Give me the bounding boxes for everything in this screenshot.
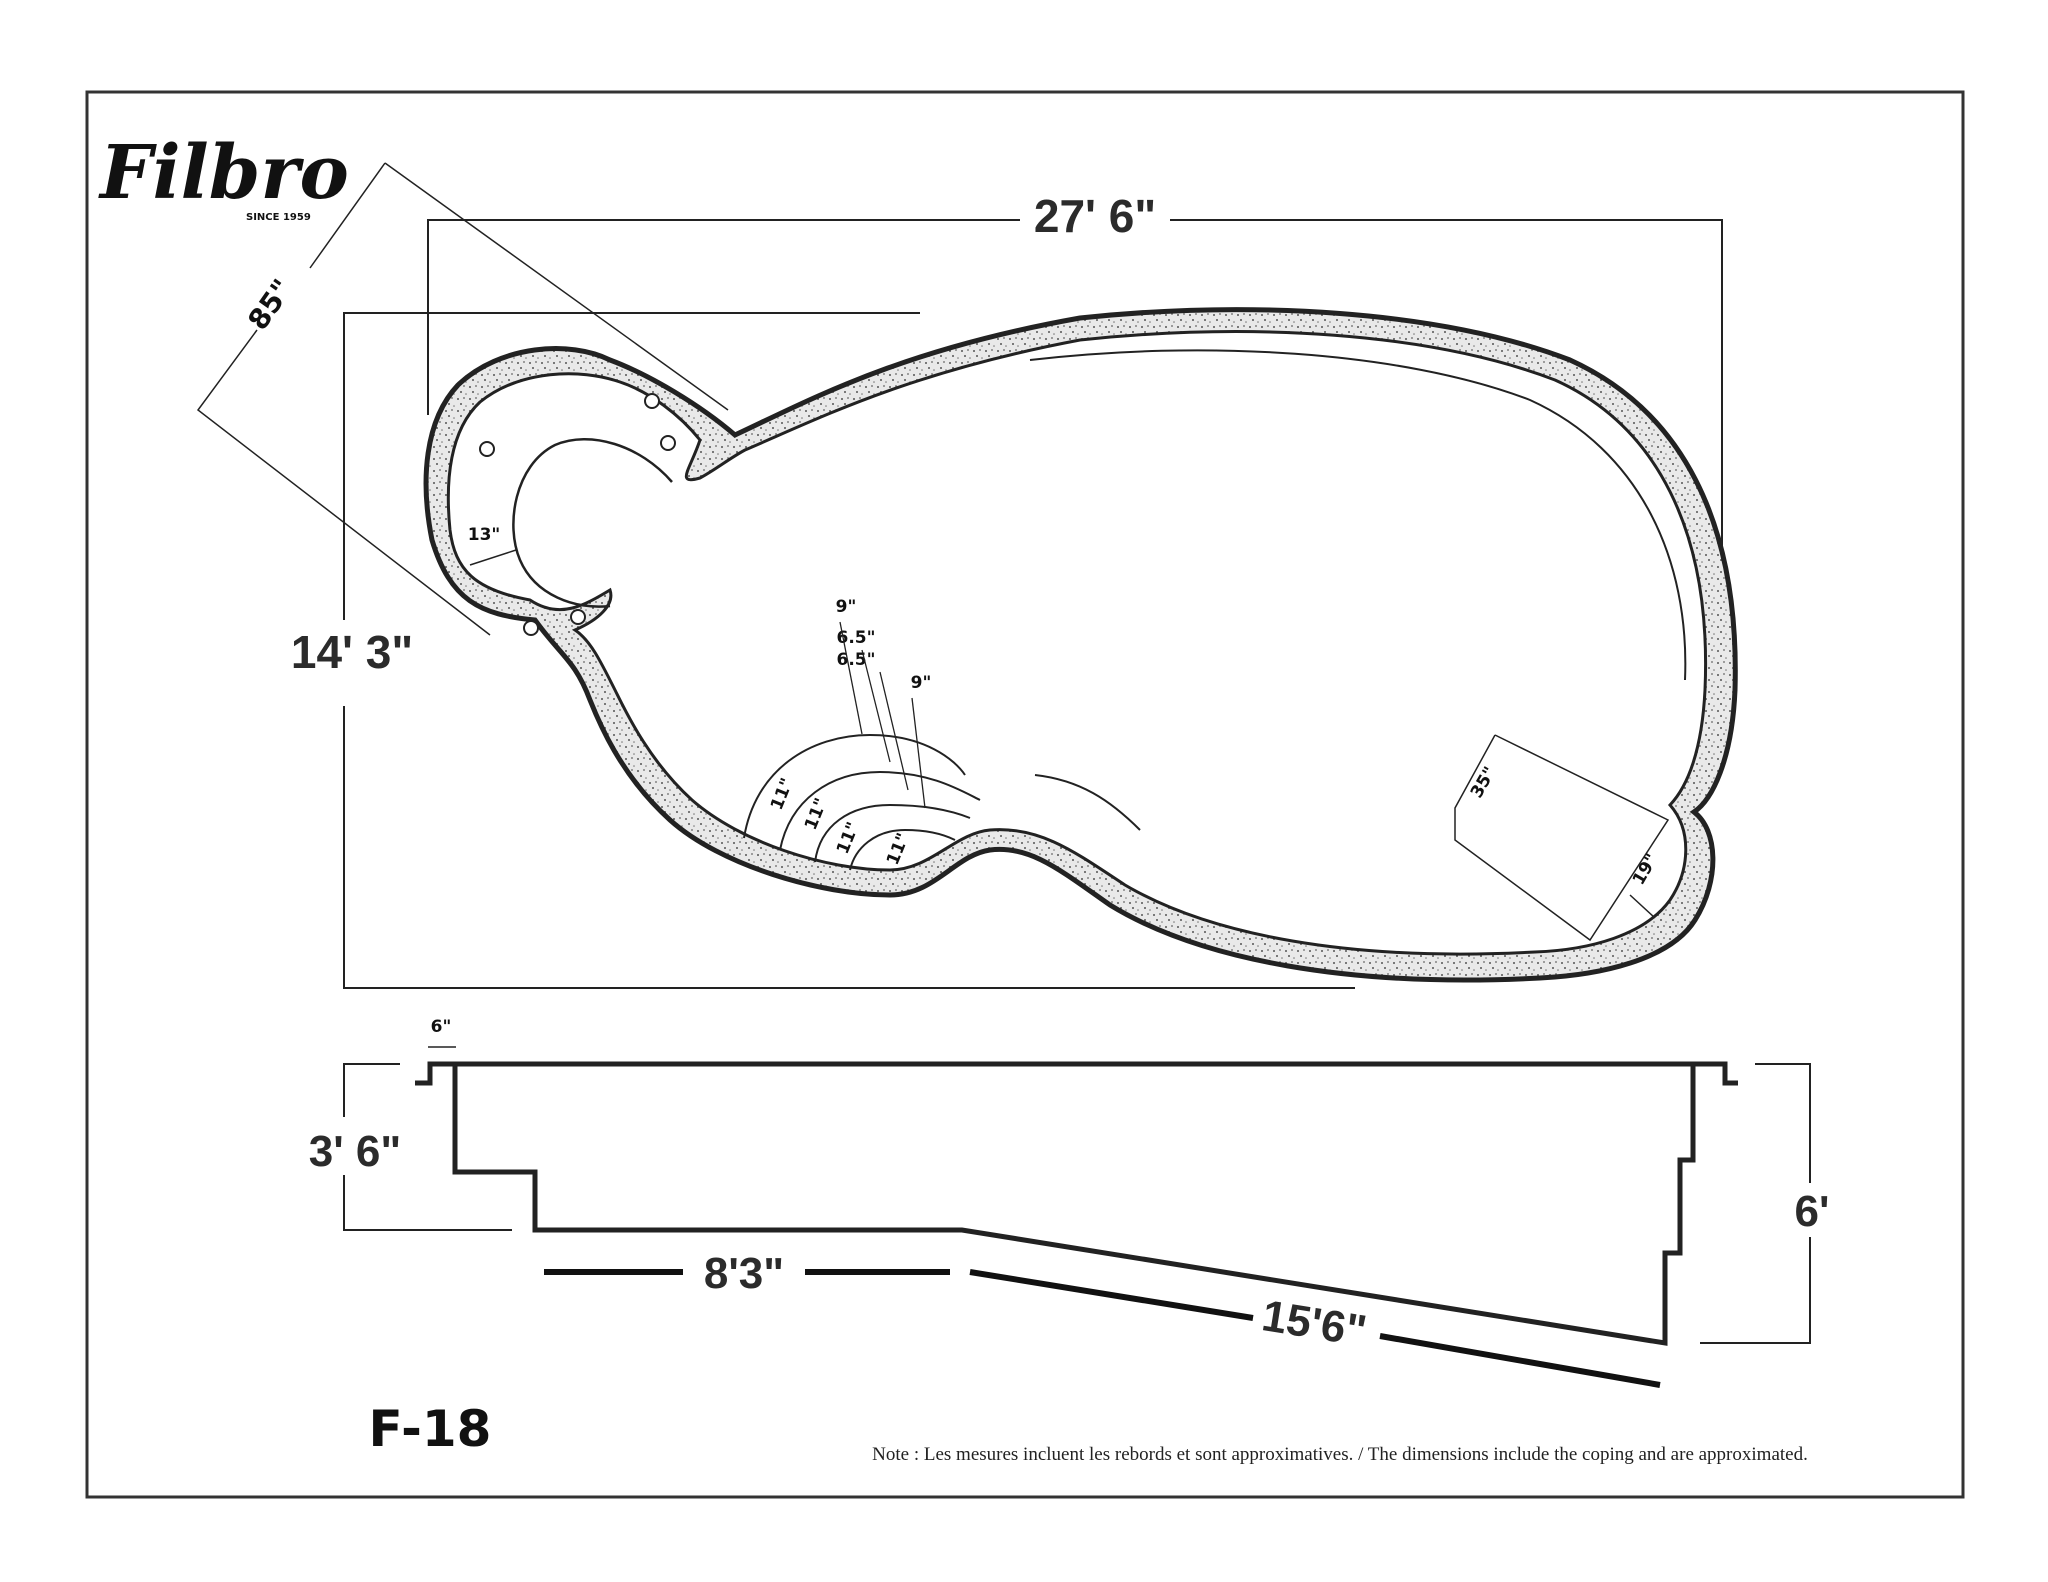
pool-water-surface — [446, 330, 1708, 956]
coping-label: 6" — [431, 1017, 452, 1037]
bench-seat — [512, 438, 673, 608]
width-dimension: 14' 3" — [291, 312, 1355, 989]
step-tread-4: 9" — [911, 673, 932, 693]
bench-diag-label: 85" — [241, 273, 299, 336]
shallow-length-label: 8'3" — [704, 1249, 784, 1298]
logo-since: SINCE 1959 — [246, 212, 311, 223]
step-tread-2: 6.5" — [837, 628, 876, 648]
entry-steps — [743, 733, 981, 871]
jet-icon — [570, 609, 586, 625]
shallow-depth-dimension: 3' 6" — [309, 1063, 512, 1231]
sheet-border — [85, 90, 1965, 1499]
bench-depth-label: 13" — [468, 525, 501, 545]
length-dimension: 27' 6" — [427, 190, 1723, 548]
slope-length-label: 15'6" — [1259, 1291, 1370, 1356]
shallow-depth-label: 3' 6" — [309, 1127, 402, 1176]
bench-depth-dimension: 13" — [468, 525, 517, 566]
jet-icon — [660, 435, 676, 451]
step-tread-3: 6.5" — [837, 650, 876, 670]
shallow-length-dimension: 8'3" — [544, 1249, 950, 1298]
coping-dimension: 6" — [428, 1017, 456, 1048]
width-label: 14' 3" — [291, 626, 413, 678]
profile-outline — [415, 1061, 1738, 1346]
deep-depth-label: 6' — [1795, 1187, 1830, 1236]
length-label: 27' 6" — [1034, 190, 1156, 242]
dimensions-note: Note : Les mesures incluent les rebords … — [872, 1444, 1808, 1465]
filbro-logo: Filbro SINCE 1959 — [98, 130, 349, 223]
pool-plan-view: 27' 6" 14' 3" — [196, 162, 1738, 989]
step-tread-1: 9" — [836, 597, 857, 617]
model-code: F-18 — [369, 1400, 492, 1458]
logo-wordmark: Filbro — [98, 130, 349, 216]
pool-profile-view: 6" 3' 6" 6' 8'3" 15'6" — [309, 1017, 1830, 1388]
jet-icon — [479, 441, 495, 457]
deep-depth-dimension: 6' — [1700, 1063, 1830, 1344]
jet-icon — [523, 620, 539, 636]
jet-icon — [644, 393, 660, 409]
jets — [479, 393, 676, 636]
